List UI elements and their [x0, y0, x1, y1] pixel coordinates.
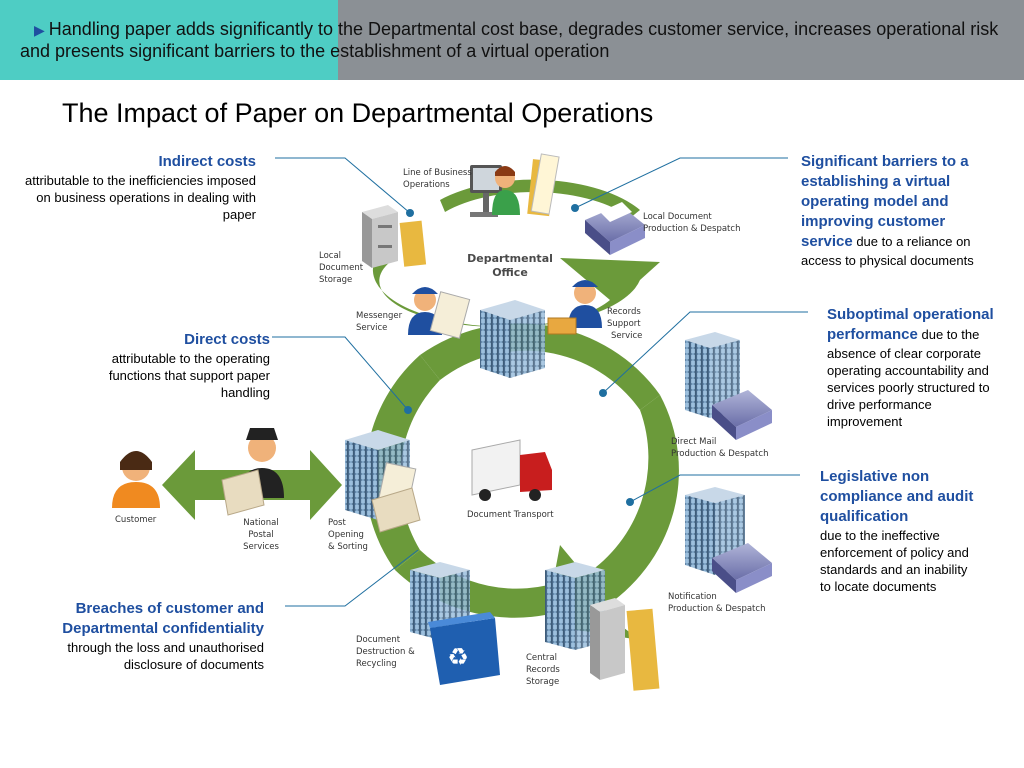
delivery-truck-icon	[471, 439, 552, 501]
callout-indirect-costs: Indirect costs attributable to the ineff…	[24, 152, 256, 223]
callout-barriers-heading: Significant barriers to a establishing a…	[801, 153, 969, 250]
leader-dots	[404, 204, 634, 506]
banner-statement: Handling paper adds significantly to the…	[20, 19, 999, 61]
callout-legislative-body: due to the ineffective enforcement of po…	[820, 528, 969, 594]
central-records-cabinet-icon	[590, 598, 660, 691]
svg-text:♻: ♻	[447, 643, 469, 671]
messenger-icon	[408, 287, 471, 339]
page-title: The Impact of Paper on Departmental Oper…	[62, 98, 654, 128]
department-building-icon	[480, 300, 545, 378]
callout-breaches: Breaches of customer and Departmental co…	[20, 599, 264, 673]
local-printer-icon	[585, 202, 645, 255]
callout-barriers: Significant barriers to a establishing a…	[801, 152, 1001, 269]
callout-suboptimal-heading: Suboptimal operational performance	[827, 306, 994, 343]
recycle-bin-icon: ♻	[428, 612, 500, 685]
callout-breaches-body: through the loss and unauthorised disclo…	[67, 640, 264, 672]
line-of-business-icon	[470, 153, 560, 217]
callout-direct-costs-heading: Direct costs	[184, 331, 270, 348]
callout-direct-costs: Direct costs attributable to the operati…	[60, 330, 270, 401]
post-opening-building-icon	[345, 430, 421, 533]
notification-printer-icon	[712, 543, 772, 593]
direct-mail-printer-icon	[712, 390, 772, 440]
callout-indirect-costs-heading: Indirect costs	[158, 153, 256, 170]
header-banner: ▶Handling paper adds significantly to th…	[0, 0, 1024, 80]
bullet-arrow-icon: ▶	[34, 22, 45, 38]
callout-legislative-heading: Legislative non compliance and audit qua…	[820, 468, 974, 525]
customer-person-icon	[112, 451, 160, 508]
local-storage-cabinet-icon	[362, 205, 427, 268]
callout-suboptimal-body: due to the absence of clear corporate op…	[827, 327, 990, 429]
postman-icon	[221, 428, 284, 516]
callout-direct-costs-body: attributable to the operating functions …	[108, 351, 270, 400]
banner-text: ▶Handling paper adds significantly to th…	[20, 19, 1020, 62]
records-support-icon	[547, 280, 602, 335]
callout-indirect-costs-body: attributable to the inefficiencies impos…	[24, 173, 256, 222]
callout-suboptimal: Suboptimal operational performance due t…	[827, 305, 1009, 430]
leader-lines	[272, 157, 808, 607]
label-document-transport: Document Transport	[467, 510, 554, 520]
label-customer: Customer	[115, 515, 157, 525]
callout-barriers-body: due to a reliance on access to physical …	[801, 234, 974, 268]
callout-legislative: Legislative non compliance and audit qua…	[820, 467, 980, 595]
callout-breaches-heading: Breaches of customer and Departmental co…	[62, 600, 264, 637]
